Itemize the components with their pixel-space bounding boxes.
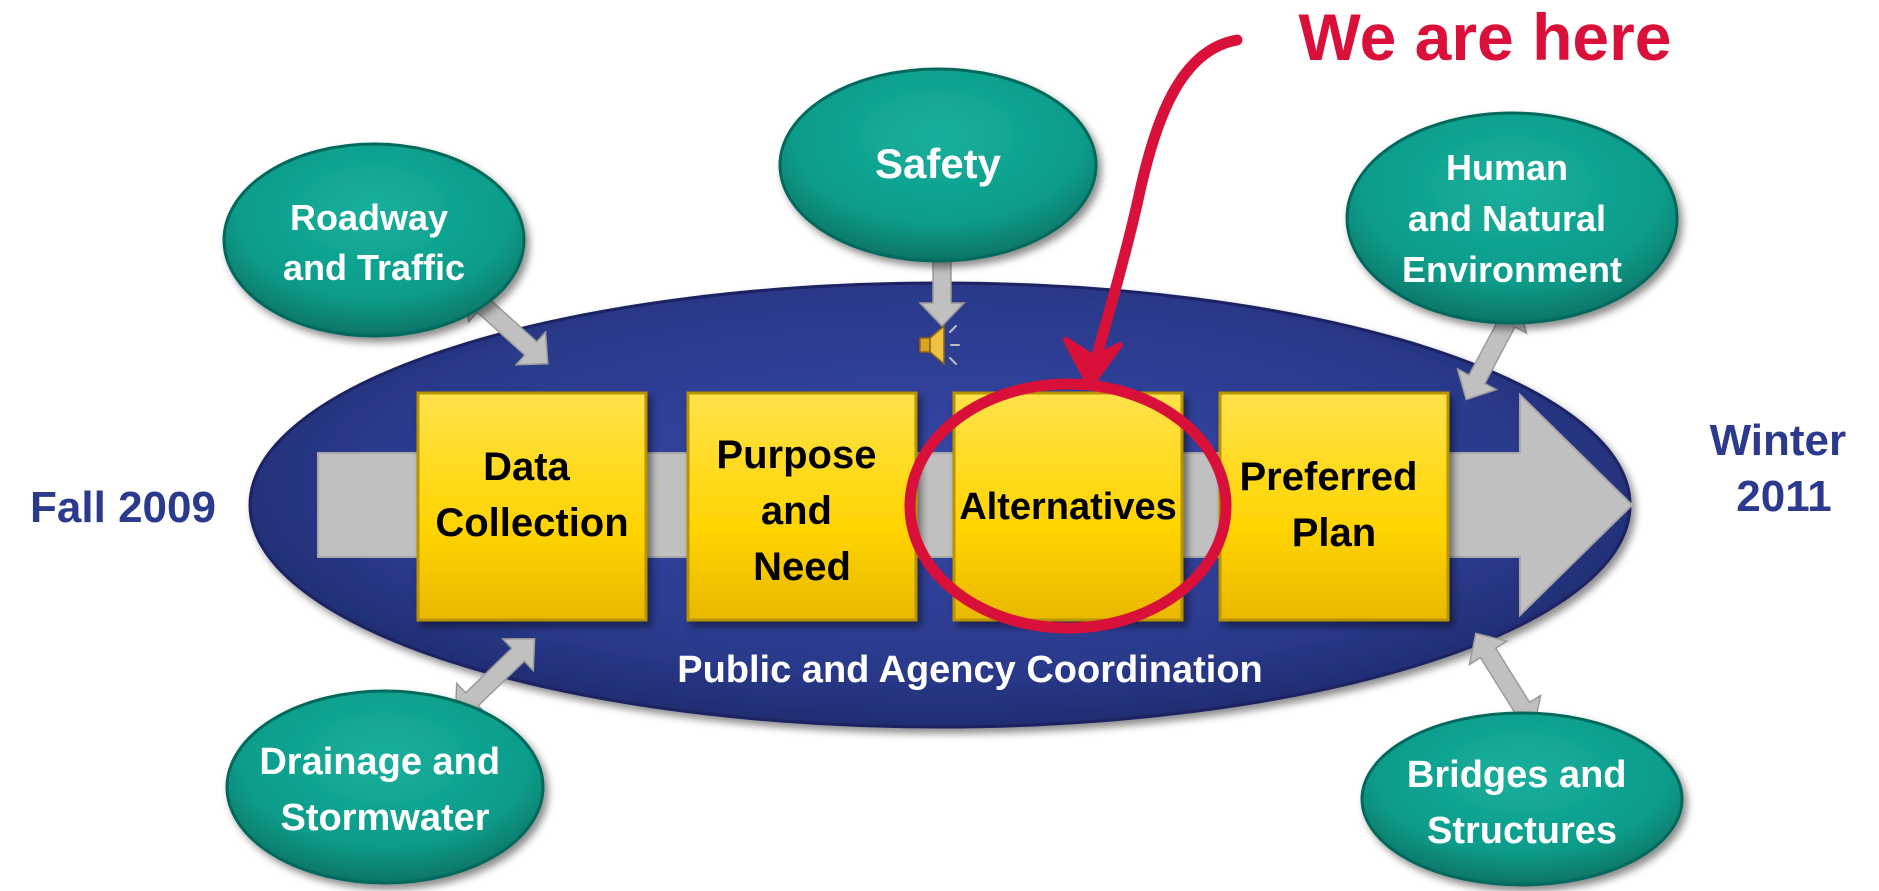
step-label-line: Purpose (716, 433, 876, 477)
topic-label-line: and Traffic (283, 247, 465, 288)
step-box-data-collection: Data Collection (416, 391, 648, 622)
step-label-line: Alternatives (959, 486, 1177, 528)
svg-text:Human and Natural: Human and Natural Environment (1402, 147, 1622, 290)
svg-text:Data Collection: Data Collection (435, 445, 628, 545)
topic-label-line: Drainage and (259, 741, 500, 783)
topic-label-line: Safety (875, 140, 1002, 187)
coordination-label: Public and Agency Coordination (677, 649, 1263, 691)
step-box-preferred-plan: Preferred Plan (1218, 391, 1450, 622)
start-date-label: Fall 2009 (30, 483, 216, 532)
callout-arrow (1087, 34, 1243, 378)
step-label-line: Plan (1292, 511, 1376, 555)
svg-text:Safety: Safety (875, 140, 1002, 187)
topic-bubble-drainage-and-stormwater: Drainage and Stormwater (225, 689, 545, 885)
topic-label-line: Environment (1402, 249, 1622, 290)
topic-bubble-safety: Safety (778, 67, 1098, 263)
step-box-alternatives: Alternatives (952, 391, 1184, 622)
callout-highlight-circle (904, 378, 1232, 634)
svg-text:Preferred Plan: Preferred Plan (1240, 455, 1429, 555)
topic-label-line: Structures (1427, 810, 1617, 852)
topic-label-line: Human (1446, 147, 1568, 188)
topic-bubble-roadway-and-traffic: Roadway and Traffic (222, 142, 526, 338)
end-date-label-line1: Winter (1710, 416, 1847, 465)
step-label-line: Need (753, 545, 851, 589)
step-label-line: Data (483, 445, 570, 489)
step-box-purpose-and-need: Purpose and Need (686, 391, 918, 622)
end-date-label-line2: 2011 (1736, 472, 1831, 521)
step-label-line: Collection (435, 501, 628, 545)
svg-text:Drainage and Stormwater: Drainage and Stormwater (259, 741, 510, 839)
topic-label-line: and Natural (1408, 198, 1606, 239)
speaker-icon[interactable] (919, 324, 960, 366)
callout-arrowhead (1063, 337, 1123, 389)
step-label-line: Preferred (1240, 455, 1418, 499)
svg-text:Bridges and Structures: Bridges and Structures (1407, 754, 1637, 852)
svg-text:Purpose and Need: Purpose and Need (716, 433, 887, 589)
connector-arrow-drainage (454, 638, 536, 716)
topic-bubble-bridges-and-structures: Bridges and Structures (1360, 711, 1684, 887)
callout-label: We are here (1299, 0, 1672, 74)
topic-label-line: Stormwater (280, 797, 489, 839)
topic-bubble-human-and-natural-environment: Human and Natural Environment (1345, 111, 1679, 325)
topic-label-line: Bridges and (1407, 754, 1627, 796)
step-label-line: and (761, 489, 832, 533)
svg-text:Winter 2011: Winter 2011 (1710, 416, 1859, 521)
svg-text:Roadway and Traffic: Roadway and Traffic (283, 197, 465, 288)
svg-text:Alternatives: Alternatives (959, 486, 1177, 528)
topic-label-line: Roadway (290, 197, 448, 238)
